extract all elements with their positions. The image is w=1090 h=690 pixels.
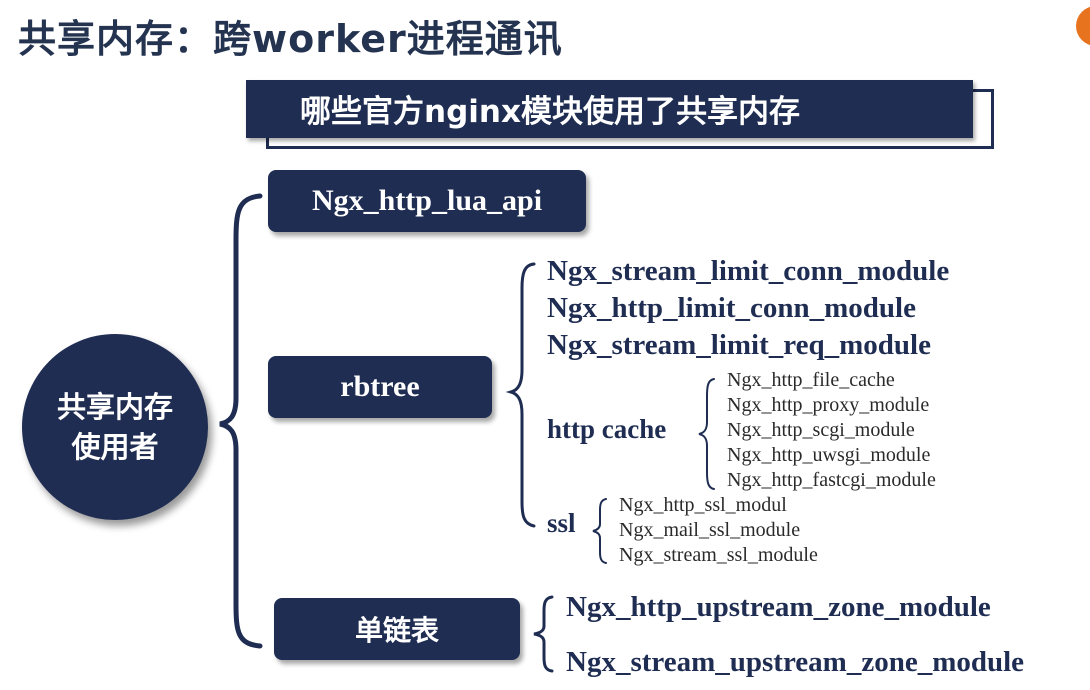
slide-title: 共享内存：跨worker进程通讯 bbox=[18, 17, 563, 61]
http-cache-module: Ngx_http_uwsgi_module bbox=[727, 444, 931, 466]
http-cache-brace bbox=[698, 378, 715, 490]
http-cache-module: Ngx_http_fastcgi_module bbox=[727, 469, 936, 491]
linked-list-brace bbox=[533, 595, 554, 673]
ssl-brace bbox=[592, 498, 607, 564]
subtitle-text: 哪些官方nginx模块使用了共享内存 bbox=[300, 94, 800, 130]
category-lua-api: Ngx_http_lua_api bbox=[268, 170, 586, 232]
ssl-module: Ngx_http_ssl_modul bbox=[619, 494, 787, 516]
http-cache-module: Ngx_http_file_cache bbox=[727, 369, 895, 391]
root-node: 共享内存 使用者 bbox=[22, 334, 208, 520]
orange-circle-decoration bbox=[1076, 6, 1090, 46]
linked-list-module: Ngx_http_upstream_zone_module bbox=[566, 591, 991, 623]
ssl-label: ssl bbox=[547, 508, 576, 538]
root-node-line1: 共享内存 bbox=[56, 390, 173, 424]
rbtree-brace bbox=[505, 262, 536, 528]
http-cache-module: Ngx_http_proxy_module bbox=[727, 394, 930, 416]
rbtree-module: Ngx_stream_limit_conn_module bbox=[547, 255, 950, 287]
subtitle-banner bbox=[246, 80, 973, 138]
rbtree-module: Ngx_http_limit_conn_module bbox=[547, 292, 916, 324]
http-cache-label: http cache bbox=[547, 414, 667, 444]
root-node-line2: 使用者 bbox=[71, 430, 159, 464]
ssl-module: Ngx_stream_ssl_module bbox=[619, 544, 818, 566]
category-linked-list: 单链表 bbox=[274, 598, 520, 660]
http-cache-module: Ngx_http_scgi_module bbox=[727, 419, 915, 441]
rbtree-module: Ngx_stream_limit_req_module bbox=[547, 329, 931, 361]
main-brace bbox=[219, 193, 263, 649]
ssl-module: Ngx_mail_ssl_module bbox=[619, 519, 801, 541]
category-rbtree: rbtree bbox=[268, 356, 492, 418]
linked-list-module: Ngx_stream_upstream_zone_module bbox=[566, 646, 1025, 678]
